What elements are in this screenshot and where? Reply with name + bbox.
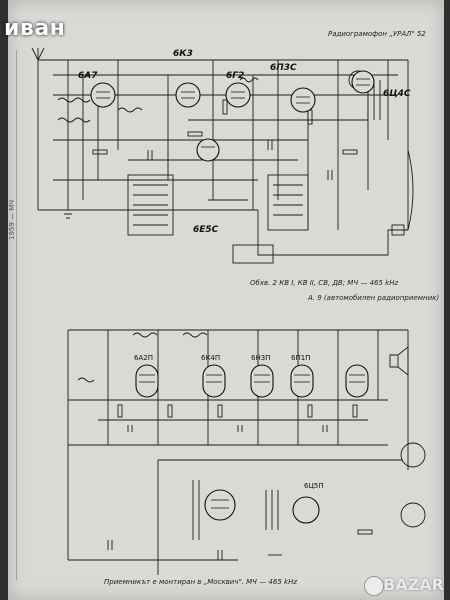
tube-label-6c4s: 6Ц4С [383,89,411,99]
tube-label-b1: 6А2П [134,354,153,362]
tube-3 [225,82,251,108]
tube-b5 [345,364,369,398]
bottom-diagram-caption: Приемникът е монтиран в „Москвич". МЧ — … [104,578,297,586]
tube-b4 [290,364,314,398]
tube-5 [196,138,220,162]
brand-logo: иван [4,16,66,41]
top-diagram-title: Радиограмофон „УРАЛ" 52 [328,30,426,38]
top-diagram-subcaption: А. 9 (автомобилен радиоприемник) [307,294,439,302]
tube-label-6g2: 6Г2 [226,71,244,81]
schematic-drawing: 6А7 6К3 6Г2 6П3С 6Е5С 6Ц4С 6А2П 6К4П 6Н3… [31,30,439,586]
tube-label-b5: 6Ц5П [304,482,324,490]
tube-2 [175,82,201,108]
page-margin-line [16,50,17,580]
tube-b7 [292,496,320,524]
tube-6 [351,70,375,94]
tube-label-6p3s: 6П3С [270,63,297,73]
watermark-logo-icon [364,576,384,596]
tube-label-6k3: 6К3 [173,49,193,59]
tube-label-b3: 6Н3П [251,354,270,362]
tube-label-6a7: 6А7 [78,71,98,81]
tube-b1 [135,364,159,398]
tube-b3 [250,364,274,398]
tube-label-6e5s: 6Е5С [193,225,219,235]
tube-label-b4: 6П1П [291,354,310,362]
top-diagram-caption: Обхв. 2 КВ I, КВ II, СВ, ДВ; МЧ — 465 kH… [250,279,398,287]
tube-b2 [202,364,226,398]
book-page: 1959 — МЧ [8,0,444,600]
tube-4 [290,87,316,113]
tube-b6 [204,489,236,521]
tube-label-b2: 6К4П [201,354,220,362]
tube-1 [90,82,116,108]
watermark-label: BAZAR [383,575,444,594]
